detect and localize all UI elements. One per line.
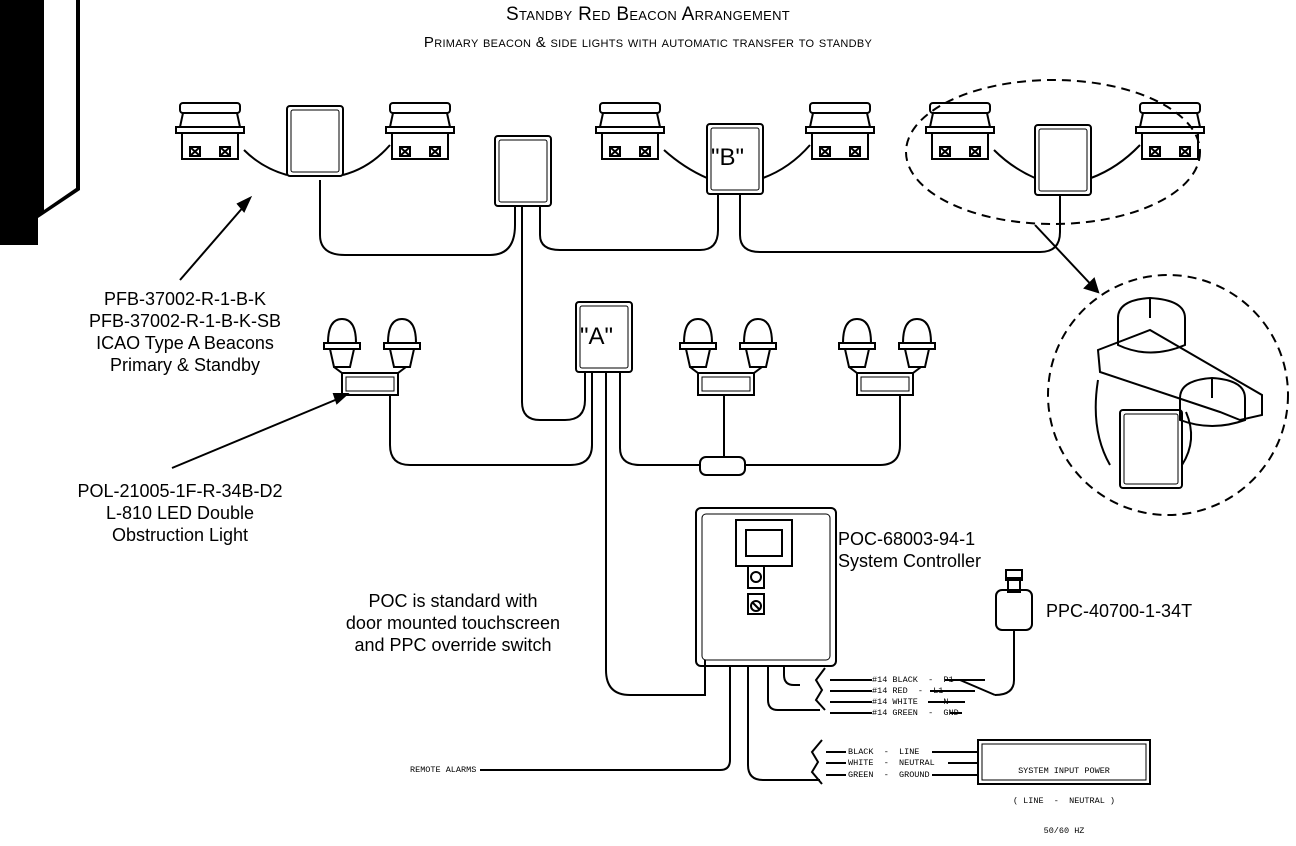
input-wire-label: GREEN - GROUND [848, 770, 930, 780]
junction-box-a [575, 301, 633, 373]
poc-note-line: POC is standard with [368, 591, 538, 611]
ppc-wire-label: #14 WHITE - N [872, 697, 949, 707]
power-box-line: 50/60 HZ [1043, 826, 1085, 836]
detail-circle [1047, 274, 1289, 516]
box-a-label: "A" [580, 323, 614, 350]
input-power-box [977, 739, 1151, 785]
obstruction-label: POL-21005-1F-R-34B-D2 L-810 LED Double O… [50, 480, 310, 546]
input-wire-label: WHITE - NEUTRAL [848, 758, 935, 768]
controller-label-line: System Controller [838, 551, 982, 571]
controller-label-line: POC-68003-94-1 [838, 529, 976, 549]
touchscreen [735, 519, 793, 567]
beacon-5 [925, 102, 995, 160]
obstruction-light-2 [679, 318, 777, 396]
power-box-line: SYSTEM INPUT POWER [1018, 766, 1110, 776]
input-wire-label: BLACK - LINE [848, 747, 920, 757]
beacon-6 [1135, 102, 1205, 160]
wiring-diagram [0, 0, 1289, 785]
poc-note-line: door mounted touchscreen [345, 613, 561, 633]
controller-label: POC-68003-94-1 System Controller [838, 528, 1018, 572]
poc-note: POC is standard with door mounted touchs… [318, 590, 588, 656]
box-b-label: "B" [711, 144, 745, 171]
ppc-device [995, 589, 1033, 631]
beacon-2 [385, 102, 455, 160]
junction-box-center [494, 135, 552, 207]
junction-box-1 [286, 105, 344, 177]
system-controller [695, 507, 837, 667]
obstruction-label-line: POL-21005-1F-R-34B-D2 [77, 481, 283, 501]
beacon-3 [595, 102, 665, 160]
ppc-wire-label: #14 BLACK - P1 [872, 675, 954, 685]
beacon-1 [175, 102, 245, 160]
ppc-label: PPC-40700-1-34T [1046, 601, 1193, 621]
power-box-text: SYSTEM INPUT POWER ( LINE - NEUTRAL ) 50… [984, 746, 1144, 846]
splice-tee [699, 456, 746, 476]
obstruction-label-line: Obstruction Light [111, 525, 249, 545]
tower-shape [0, 0, 38, 245]
beacon-label-line: PFB-37002-R-1-B-K-SB [88, 311, 282, 331]
diagram-subtitle: Primary beacon & side lights with automa… [423, 34, 873, 51]
obstruction-label-line: L-810 LED Double [105, 503, 255, 523]
remote-alarms-label: REMOTE ALARMS [410, 765, 477, 775]
obstruction-light-1 [323, 318, 421, 396]
poc-note-line: and PPC override switch [354, 635, 552, 655]
ppc-wire-label: #14 GREEN - GND [872, 708, 959, 718]
beacon-label: PFB-37002-R-1-B-K PFB-37002-R-1-B-K-SB I… [60, 288, 310, 376]
beacon-label-line: Primary & Standby [109, 355, 261, 375]
obstruction-light-3 [838, 318, 936, 396]
beacon-label-line: ICAO Type A Beacons [96, 333, 274, 353]
detail-callout-ellipse [905, 79, 1201, 225]
ppc-wire-label: #14 RED - L1 [872, 686, 944, 696]
beacon-label-line: PFB-37002-R-1-B-K [103, 289, 267, 309]
power-box-line: ( LINE - NEUTRAL ) [1012, 796, 1116, 806]
diagram-title: Standby Red Beacon Arrangement [505, 4, 791, 25]
beacon-4 [805, 102, 875, 160]
junction-box-3 [1034, 124, 1092, 196]
